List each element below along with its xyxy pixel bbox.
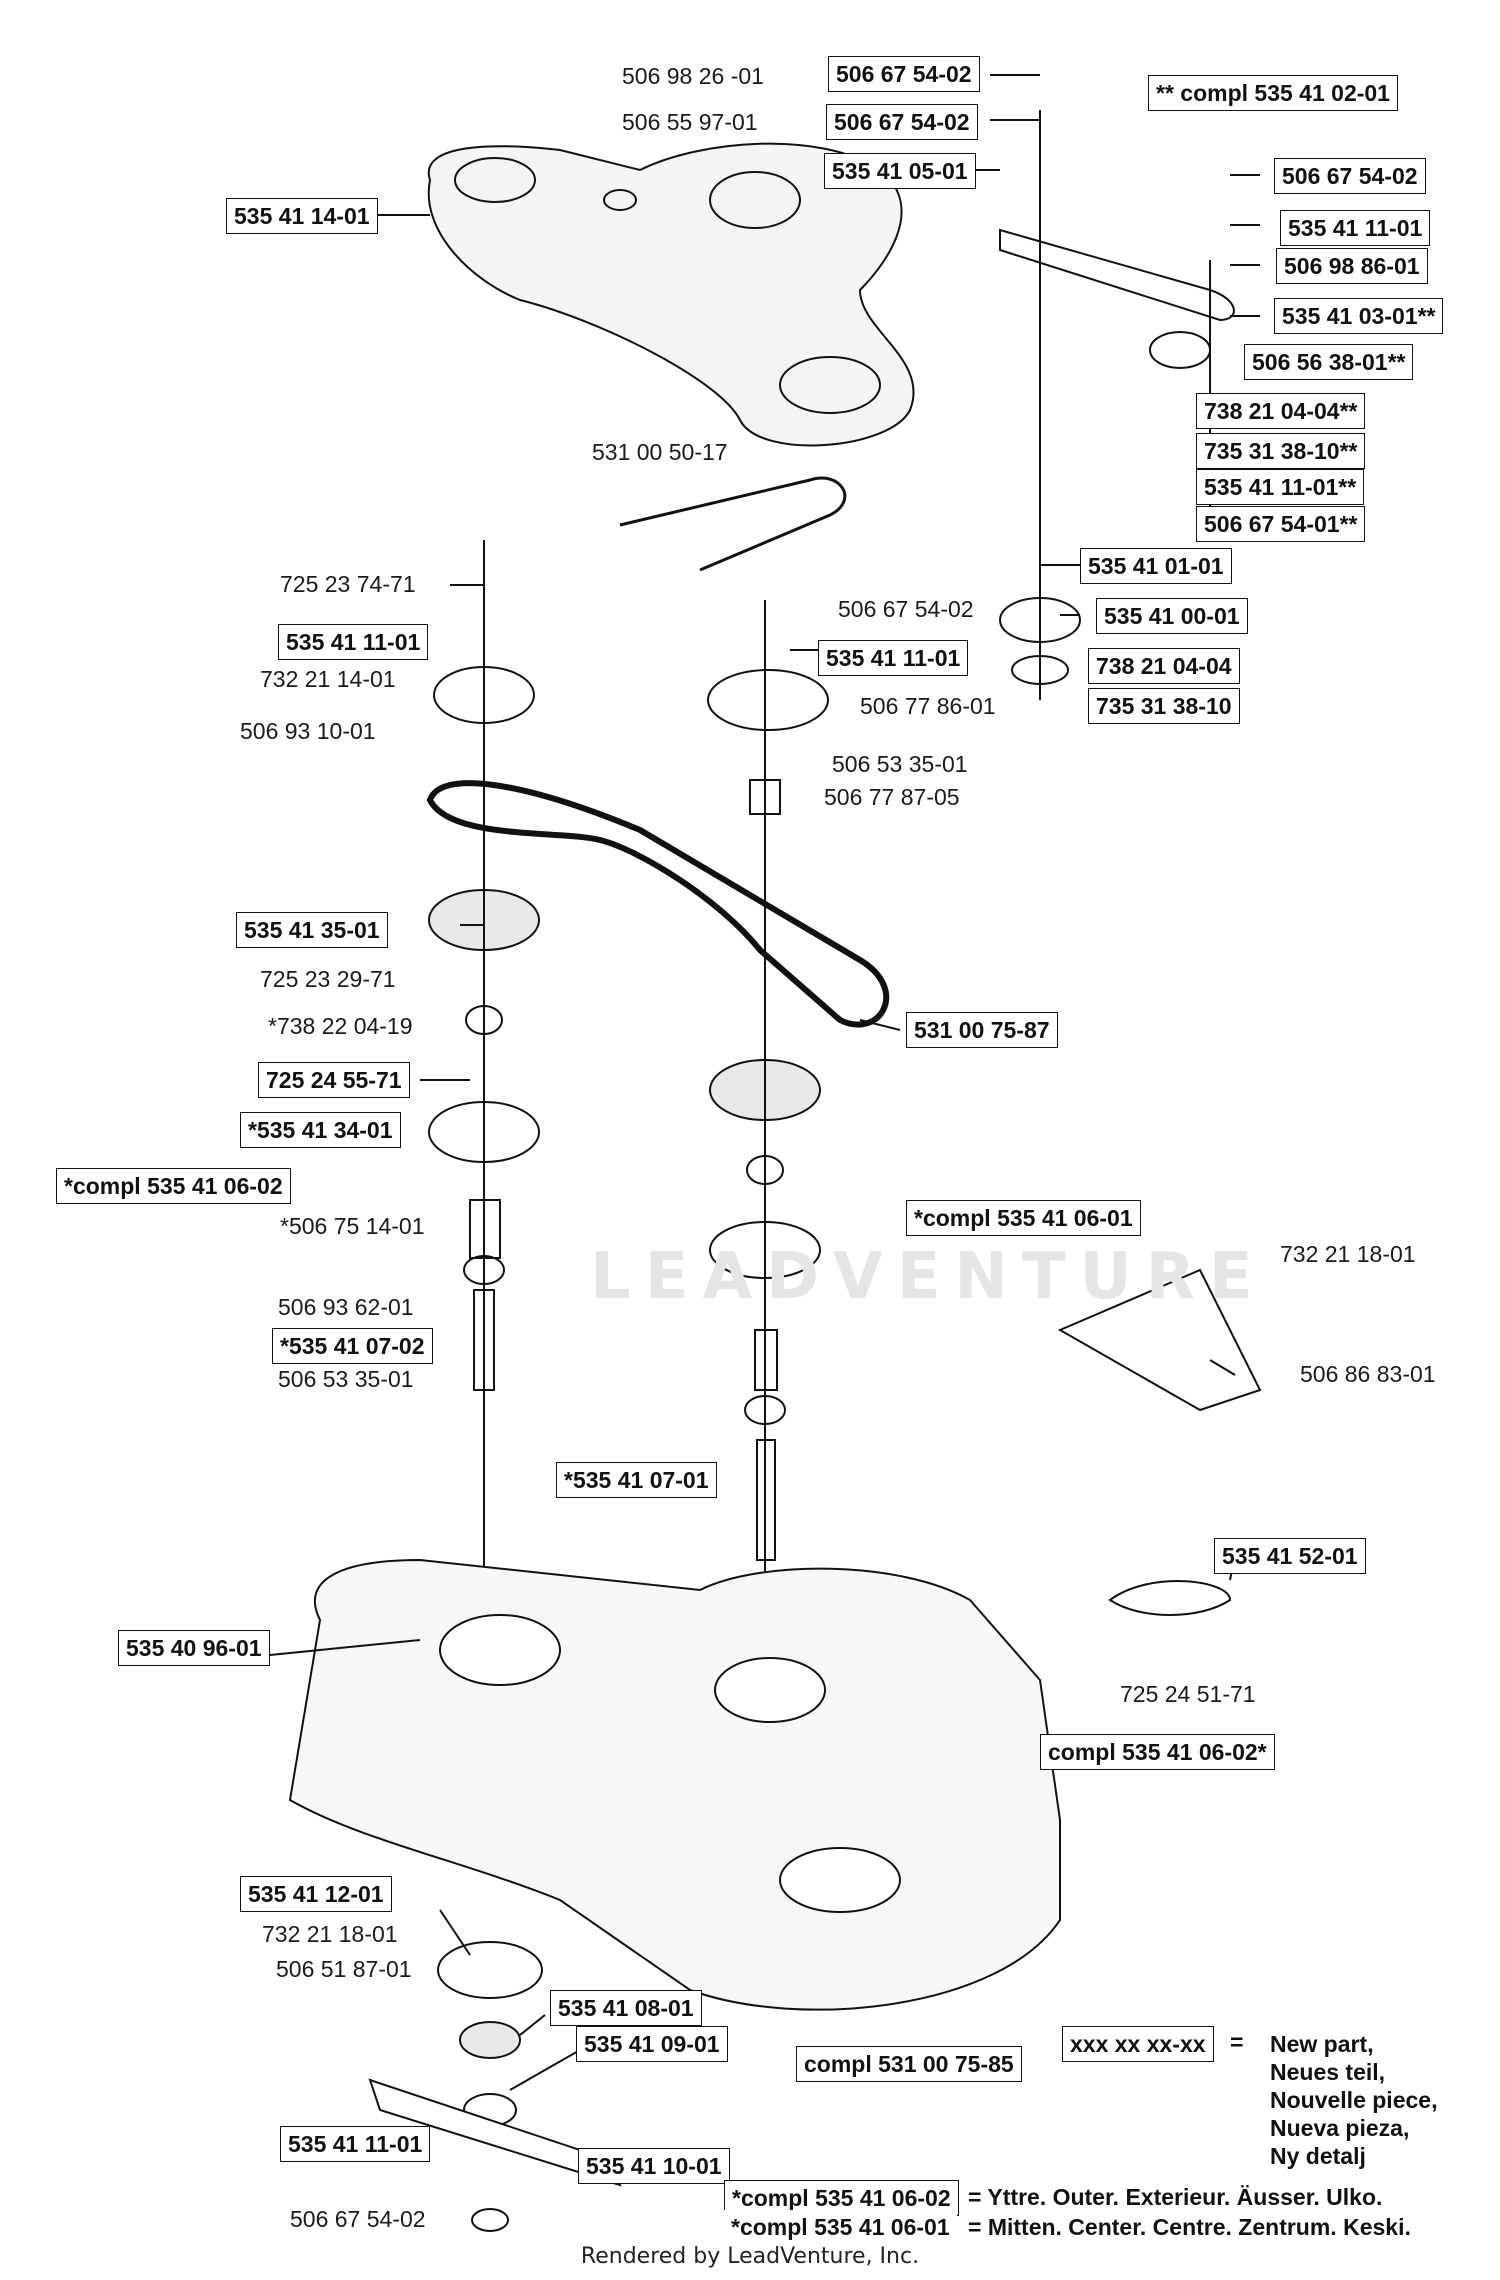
part-box: 535 41 11-01 — [278, 624, 429, 660]
part-box: 535 41 11-01 — [1280, 210, 1431, 246]
part-box: *535 41 07-01 — [556, 1462, 717, 1498]
part-label: 732 21 18-01 — [262, 1921, 398, 1947]
belt-small — [619, 476, 847, 572]
part-label: 506 93 62-01 — [278, 1294, 414, 1320]
legend-outer: = Yttre. Outer. Exterieur. Äusser. Ulko. — [968, 2184, 1383, 2210]
part-label: 732 21 18-01 — [1280, 1241, 1416, 1267]
part-box: 535 41 11-01** — [1196, 469, 1365, 505]
part-box: 506 67 54-02 — [1274, 158, 1426, 194]
legend-key: xxx xx xx-xx — [1062, 2026, 1214, 2062]
part-box: *535 41 07-02 — [272, 1328, 433, 1364]
legend-line: New part, — [1270, 2031, 1374, 2057]
part-box: 735 31 38-10** — [1196, 433, 1366, 469]
part-box: 735 31 38-10 — [1088, 688, 1240, 724]
part-label: 506 51 87-01 — [276, 1956, 412, 1982]
part-box: 506 67 54-02 — [828, 56, 980, 92]
part-box: 535 41 35-01 — [236, 912, 388, 948]
part-box: *compl 535 41 06-01 — [906, 1200, 1141, 1236]
header-note: ** compl 535 41 02-01 — [1148, 75, 1398, 111]
mower-deck — [288, 1558, 1061, 2011]
part-box: 506 56 38-01** — [1244, 344, 1414, 380]
legend-center: = Mitten. Center. Centre. Zentrum. Keski… — [968, 2214, 1411, 2240]
part-box: 738 21 04-04 — [1088, 648, 1240, 684]
belt-cover — [427, 142, 915, 447]
part-label: 506 93 10-01 — [240, 718, 376, 744]
part-box: 725 24 55-71 — [258, 1062, 410, 1098]
part-label: 506 53 35-01 — [278, 1366, 414, 1392]
mower-blade — [368, 2078, 622, 2187]
part-label: 725 23 74-71 — [280, 571, 416, 597]
part-label: *738 22 04-19 — [268, 1013, 413, 1039]
part-label: 725 24 51-71 — [1120, 1681, 1256, 1707]
part-label: 531 00 50-17 — [592, 439, 728, 465]
part-box: *535 41 34-01 — [240, 1112, 401, 1148]
part-label: 732 21 14-01 — [260, 666, 396, 692]
idler-arm — [999, 228, 1235, 322]
part-label: *506 75 14-01 — [280, 1213, 425, 1239]
part-box: compl 535 41 06-02* — [1040, 1734, 1275, 1770]
part-box: 535 41 52-01 — [1214, 1538, 1366, 1574]
part-box: *compl 535 41 06-02 — [56, 1168, 291, 1204]
part-label: 506 67 54-02 — [290, 2206, 426, 2232]
legend-eq: = — [1230, 2029, 1244, 2055]
part-label: 506 86 83-01 — [1300, 1361, 1436, 1387]
legend-line: Nueva pieza, — [1270, 2115, 1410, 2141]
part-box: 535 41 03-01** — [1274, 298, 1444, 334]
part-label: 506 77 86-01 — [860, 693, 996, 719]
part-box: 535 41 11-01 — [818, 640, 969, 676]
part-box: 535 41 12-01 — [240, 1876, 392, 1912]
part-box: 535 41 05-01 — [824, 153, 976, 189]
watermark: LEADVENTURE — [590, 1240, 1267, 1314]
part-box: 738 21 04-04** — [1196, 393, 1366, 429]
belt-main — [426, 780, 890, 1028]
part-box: 506 67 54-02 — [826, 104, 978, 140]
part-label: 506 77 87-05 — [824, 784, 960, 810]
part-label: 506 98 26 -01 — [622, 63, 764, 89]
part-box: 506 67 54-01** — [1196, 506, 1366, 542]
part-box: 535 41 14-01 — [226, 198, 378, 234]
bracket-right — [1057, 1268, 1262, 1412]
part-box: compl 531 00 75-85 — [796, 2046, 1022, 2082]
part-box: 506 98 86-01 — [1276, 248, 1428, 284]
part-box: 535 41 09-01 — [576, 2026, 728, 2062]
part-box: 535 40 96-01 — [118, 1630, 270, 1666]
part-box: 535 41 00-01 — [1096, 598, 1248, 634]
part-label: 506 55 97-01 — [622, 109, 758, 135]
part-label: 506 53 35-01 — [832, 751, 968, 777]
part-box: 531 00 75-87 — [906, 1012, 1058, 1048]
part-box: 535 41 01-01 — [1080, 548, 1232, 584]
part-box: 535 41 08-01 — [550, 1990, 702, 2026]
part-box: 535 41 10-01 — [578, 2148, 730, 2184]
legend-center-key: *compl 535 41 06-01 — [724, 2210, 957, 2244]
legend-line: Ny detalj — [1270, 2143, 1366, 2169]
part-box: 535 41 11-01 — [280, 2126, 431, 2162]
part-label: 506 67 54-02 — [838, 596, 974, 622]
footer-credit: Rendered by LeadVenture, Inc. — [580, 2244, 920, 2269]
legend-line: Neues teil, — [1270, 2059, 1386, 2085]
legend-line: Nouvelle piece, — [1270, 2087, 1438, 2113]
part-label: 725 23 29-71 — [260, 966, 396, 992]
